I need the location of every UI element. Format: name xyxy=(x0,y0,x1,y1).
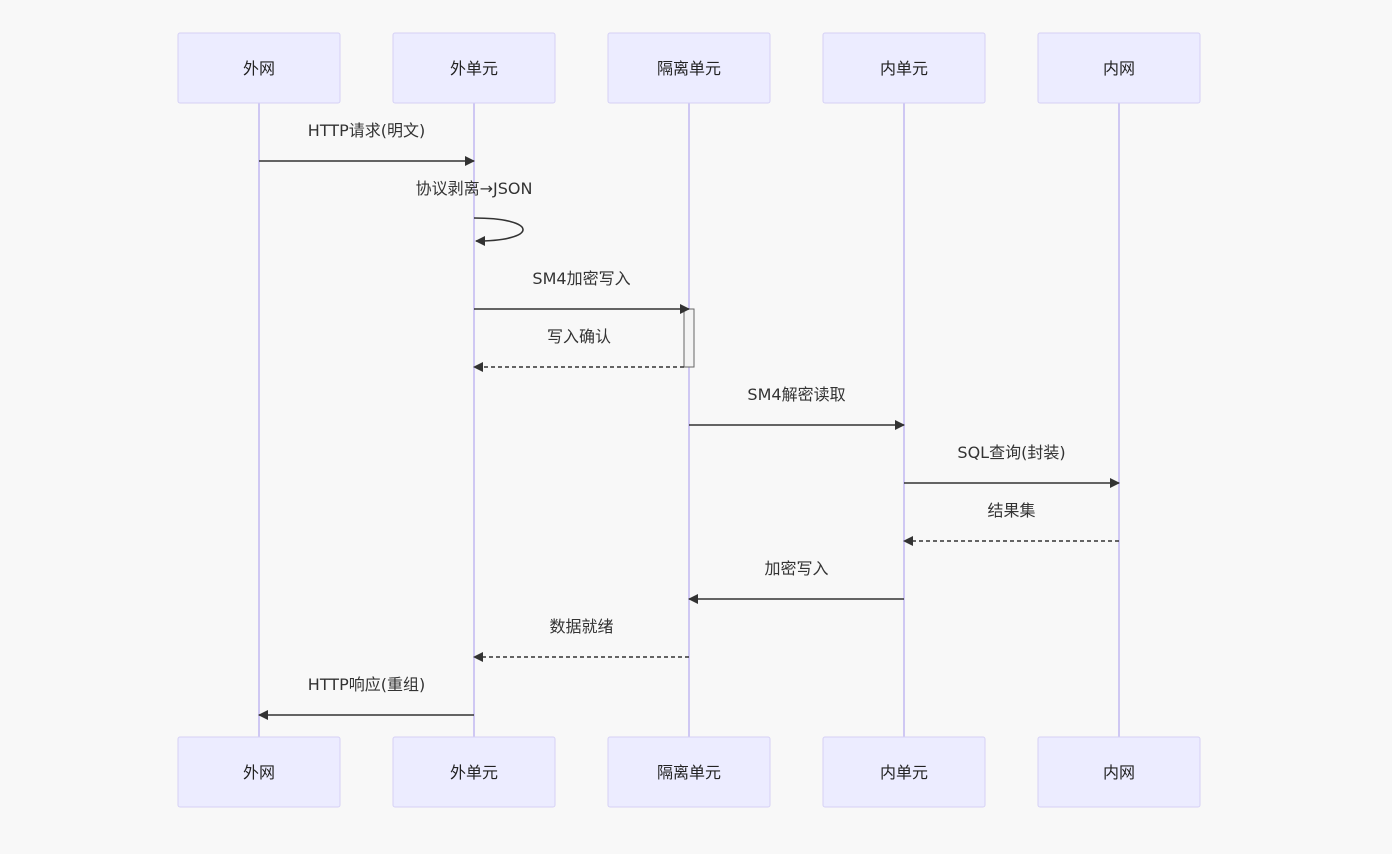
participant-label: 内网 xyxy=(1103,763,1135,782)
activation-bar xyxy=(683,308,695,368)
participant-box xyxy=(822,736,986,808)
participant-label: 外网 xyxy=(243,763,275,782)
message-3: SM4加密写入 xyxy=(474,269,690,314)
participant-bottom-internal_network: 内网 xyxy=(1037,736,1201,808)
message-6: SQL查询(封装) xyxy=(904,443,1120,488)
participant-bottom-external_network: 外网 xyxy=(177,736,341,808)
participant-label: 内网 xyxy=(1103,59,1135,78)
self-message-arrow xyxy=(473,217,524,246)
message-5: SM4解密读取 xyxy=(689,385,905,430)
participant-box xyxy=(392,736,556,808)
participant-box xyxy=(607,736,771,808)
participant-top-internal_unit: 内单元 xyxy=(822,32,986,104)
message-label: SQL查询(封装) xyxy=(957,443,1065,462)
message-label: SM4加密写入 xyxy=(532,269,630,288)
message-label: 写入确认 xyxy=(547,327,611,346)
message-10: HTTP响应(重组) xyxy=(258,675,474,720)
participant-label: 隔离单元 xyxy=(657,59,721,78)
message-8: 加密写入 xyxy=(688,559,904,604)
participant-label: 外单元 xyxy=(450,59,498,78)
participant-top-external_network: 外网 xyxy=(177,32,341,104)
message-label: 协议剥离→JSON xyxy=(416,179,533,198)
participant-label: 内单元 xyxy=(880,59,928,78)
message-label: 数据就绪 xyxy=(549,617,613,636)
participant-bottom-internal_unit: 内单元 xyxy=(822,736,986,808)
message-label: SM4解密读取 xyxy=(747,385,845,404)
participant-box xyxy=(607,32,771,104)
participant-bottom-external_unit: 外单元 xyxy=(392,736,556,808)
participant-box xyxy=(1037,736,1201,808)
participant-top-internal_network: 内网 xyxy=(1037,32,1201,104)
participant-box xyxy=(1037,32,1201,104)
message-label: HTTP请求(明文) xyxy=(308,121,425,140)
participant-label: 外单元 xyxy=(450,763,498,782)
message-1: HTTP请求(明文) xyxy=(259,121,475,166)
message-9: 数据就绪 xyxy=(473,617,689,662)
participant-box xyxy=(177,736,341,808)
participant-top-isolation_unit: 隔离单元 xyxy=(607,32,771,104)
participant-box xyxy=(392,32,556,104)
participant-top-external_unit: 外单元 xyxy=(392,32,556,104)
message-label: 结果集 xyxy=(987,501,1035,520)
participant-label: 内单元 xyxy=(880,763,928,782)
message-2: 协议剥离→JSON xyxy=(416,179,533,246)
message-label: HTTP响应(重组) xyxy=(308,675,425,694)
participant-box xyxy=(177,32,341,104)
message-4: 写入确认 xyxy=(473,327,684,372)
message-7: 结果集 xyxy=(903,501,1119,546)
participant-box xyxy=(822,32,986,104)
participant-label: 隔离单元 xyxy=(657,763,721,782)
participant-label: 外网 xyxy=(243,59,275,78)
participant-bottom-isolation_unit: 隔离单元 xyxy=(607,736,771,808)
message-label: 加密写入 xyxy=(764,559,828,578)
